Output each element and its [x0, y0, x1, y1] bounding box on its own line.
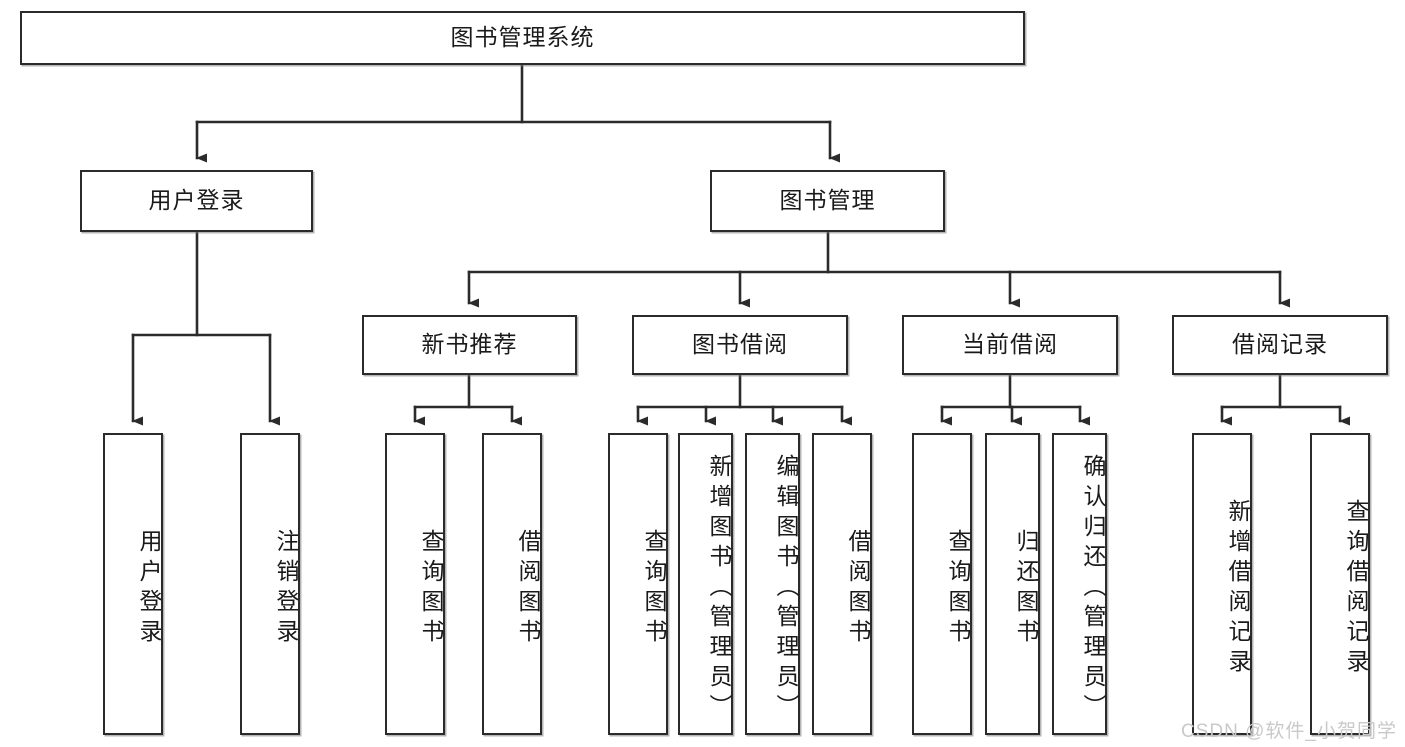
node-leaf-borrow-book-2[interactable]: 借阅图书: [812, 433, 872, 735]
node-book-management[interactable]: 图书管理: [710, 170, 945, 232]
leaf-label: 借阅图书: [845, 529, 871, 649]
node-leaf-return-book[interactable]: 归还图书: [985, 433, 1040, 735]
leaf-label: 查询图书: [945, 529, 971, 649]
node-book-borrow[interactable]: 图书借阅: [632, 315, 848, 375]
node-leaf-query-book-1[interactable]: 查询图书: [385, 433, 445, 735]
node-leaf-borrow-book-1[interactable]: 借阅图书: [482, 433, 542, 735]
leaf-label: 用户登录: [136, 529, 162, 649]
node-current-borrow[interactable]: 当前借阅: [902, 315, 1118, 375]
node-leaf-edit-book[interactable]: 编辑图书（管理员）: [745, 433, 800, 735]
node-leaf-user-login[interactable]: 用户登录: [103, 433, 163, 735]
leaf-label: 归还图书: [1013, 529, 1039, 649]
csdn-watermark: CSDN @软件_小贺同学: [1181, 721, 1397, 742]
leaf-label: 编辑图书（管理员）: [773, 454, 799, 724]
node-leaf-add-book[interactable]: 新增图书（管理员）: [678, 433, 733, 735]
leaf-label: 查询借阅记录: [1343, 499, 1369, 679]
node-new-book-recommend[interactable]: 新书推荐: [362, 315, 577, 375]
node-borrow-record[interactable]: 借阅记录: [1172, 315, 1388, 375]
node-leaf-confirm-return[interactable]: 确认归还（管理员）: [1052, 433, 1107, 735]
node-leaf-query-record[interactable]: 查询借阅记录: [1310, 433, 1370, 735]
leaf-label: 确认归还（管理员）: [1080, 454, 1106, 724]
node-leaf-query-book-3[interactable]: 查询图书: [912, 433, 972, 735]
node-leaf-query-book-2[interactable]: 查询图书: [608, 433, 668, 735]
leaf-label: 注销登录: [273, 529, 299, 649]
leaf-label: 借阅图书: [515, 529, 541, 649]
node-leaf-add-record[interactable]: 新增借阅记录: [1192, 433, 1252, 735]
leaf-label: 查询图书: [641, 529, 667, 649]
node-root-system[interactable]: 图书管理系统: [20, 11, 1025, 65]
node-user-login[interactable]: 用户登录: [80, 170, 313, 232]
node-leaf-logout[interactable]: 注销登录: [240, 433, 300, 735]
leaf-label: 新增图书（管理员）: [706, 454, 732, 724]
leaf-label: 新增借阅记录: [1225, 499, 1251, 679]
leaf-label: 查询图书: [418, 529, 444, 649]
